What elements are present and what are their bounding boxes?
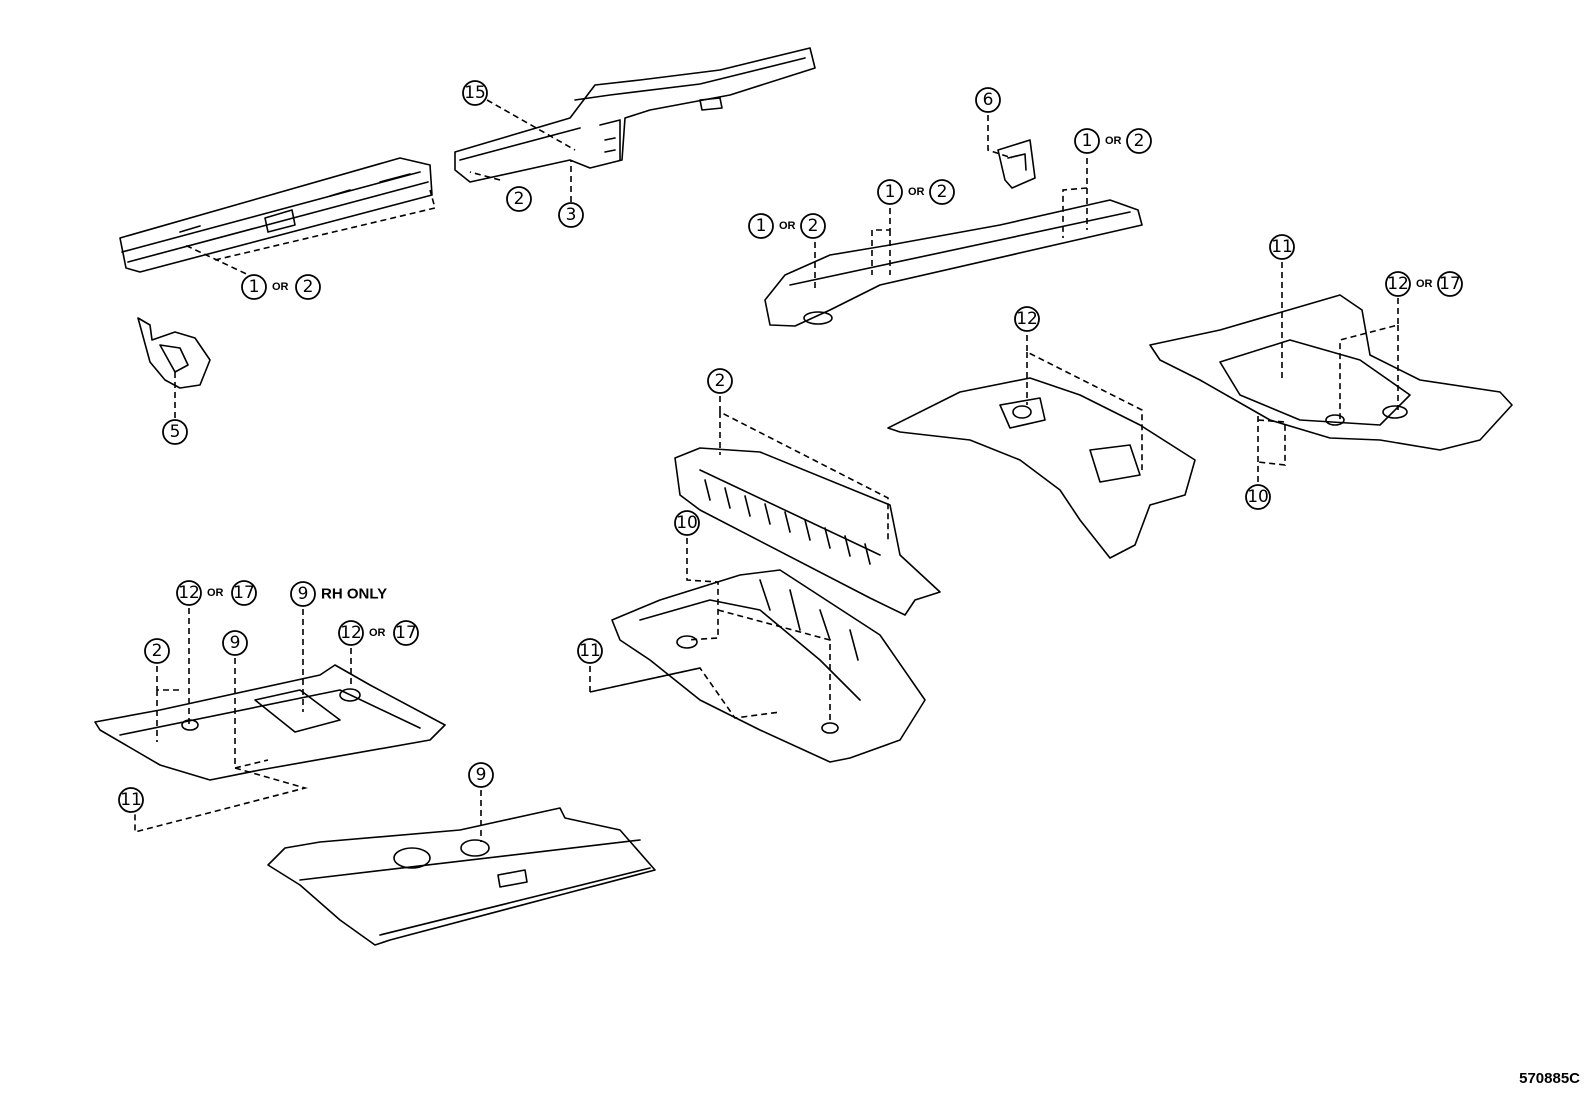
svg-text:OR: OR <box>779 220 796 232</box>
callout-9: 9 <box>222 630 248 656</box>
callout-12-or-17: 12 OR 17 <box>1385 271 1463 297</box>
rear-floor-cross-member <box>887 377 1196 559</box>
svg-text:OR: OR <box>272 281 289 293</box>
callout-1-or-2: 1 OR 2 <box>241 274 321 300</box>
svg-text:1: 1 <box>1082 131 1093 151</box>
leader-lines <box>134 99 1399 842</box>
svg-text:10: 10 <box>1247 487 1269 507</box>
callout-9: 9 <box>468 762 494 788</box>
callout-6: 6 <box>975 87 1001 113</box>
callout-12-or-17: 12 OR 17 <box>338 620 419 646</box>
bracket-5 <box>137 317 211 389</box>
rear-floor-pan <box>1149 294 1513 451</box>
rear-floor-crossmember-panel <box>674 447 941 616</box>
callout-10: 10 <box>674 510 700 536</box>
callout-10: 10 <box>1245 484 1271 510</box>
front-side-member <box>454 47 816 183</box>
front-floor-pan-rh <box>94 664 446 781</box>
svg-text:9: 9 <box>230 633 241 653</box>
svg-text:RH ONLY: RH ONLY <box>321 586 387 603</box>
svg-text:10: 10 <box>676 513 698 533</box>
svg-text:9: 9 <box>476 765 487 785</box>
callout-1-or-2: 1 OR 2 <box>748 213 826 239</box>
svg-text:12: 12 <box>178 583 200 603</box>
callout-9-rh-only: 9 RH ONLY <box>290 581 387 607</box>
callout-12-or-17: 12 OR 17 <box>176 580 257 606</box>
svg-text:11: 11 <box>1271 237 1293 257</box>
svg-text:5: 5 <box>170 422 181 442</box>
front-floor-side-rail <box>119 157 433 273</box>
callout-12: 12 <box>1014 306 1040 332</box>
svg-text:OR: OR <box>369 627 386 639</box>
callout-2: 2 <box>506 186 532 212</box>
front-floor-pan-lh <box>267 807 656 946</box>
svg-text:OR: OR <box>1105 135 1122 147</box>
svg-text:1: 1 <box>249 277 260 297</box>
svg-text:OR: OR <box>908 186 925 198</box>
svg-text:1: 1 <box>756 216 767 236</box>
svg-text:2: 2 <box>514 189 525 209</box>
bracket-6 <box>997 139 1036 189</box>
svg-text:17: 17 <box>1439 274 1461 294</box>
svg-text:12: 12 <box>1387 274 1409 294</box>
svg-text:1: 1 <box>885 182 896 202</box>
callout-2: 2 <box>144 638 170 664</box>
callout-11: 11 <box>577 638 603 664</box>
svg-text:15: 15 <box>464 83 486 103</box>
callout-1-or-2: 1 OR 2 <box>1074 128 1152 154</box>
callout-1-or-2: 1 OR 2 <box>877 179 955 205</box>
svg-text:3: 3 <box>566 205 577 225</box>
svg-text:2: 2 <box>303 277 314 297</box>
callout-11: 11 <box>118 787 144 813</box>
svg-text:2: 2 <box>808 216 819 236</box>
svg-text:12: 12 <box>340 623 362 643</box>
svg-text:OR: OR <box>1416 278 1433 290</box>
svg-text:11: 11 <box>579 641 601 661</box>
svg-text:11: 11 <box>120 790 142 810</box>
svg-text:OR: OR <box>207 587 224 599</box>
svg-text:2: 2 <box>715 371 726 391</box>
callout-3: 3 <box>558 202 584 228</box>
rear-floor-side-member <box>764 199 1143 327</box>
svg-text:17: 17 <box>233 583 255 603</box>
svg-text:12: 12 <box>1016 309 1038 329</box>
callout-11: 11 <box>1269 234 1295 260</box>
svg-text:17: 17 <box>395 623 417 643</box>
svg-text:9: 9 <box>298 584 309 604</box>
svg-text:2: 2 <box>1134 131 1145 151</box>
center-floor-pan <box>611 569 926 763</box>
callout-5: 5 <box>162 419 188 445</box>
svg-text:2: 2 <box>152 641 163 661</box>
svg-text:6: 6 <box>983 90 994 110</box>
callout-15: 15 <box>462 80 488 106</box>
callout-2: 2 <box>707 368 733 394</box>
figure-code: 570885C <box>1519 1070 1580 1087</box>
svg-text:2: 2 <box>937 182 948 202</box>
